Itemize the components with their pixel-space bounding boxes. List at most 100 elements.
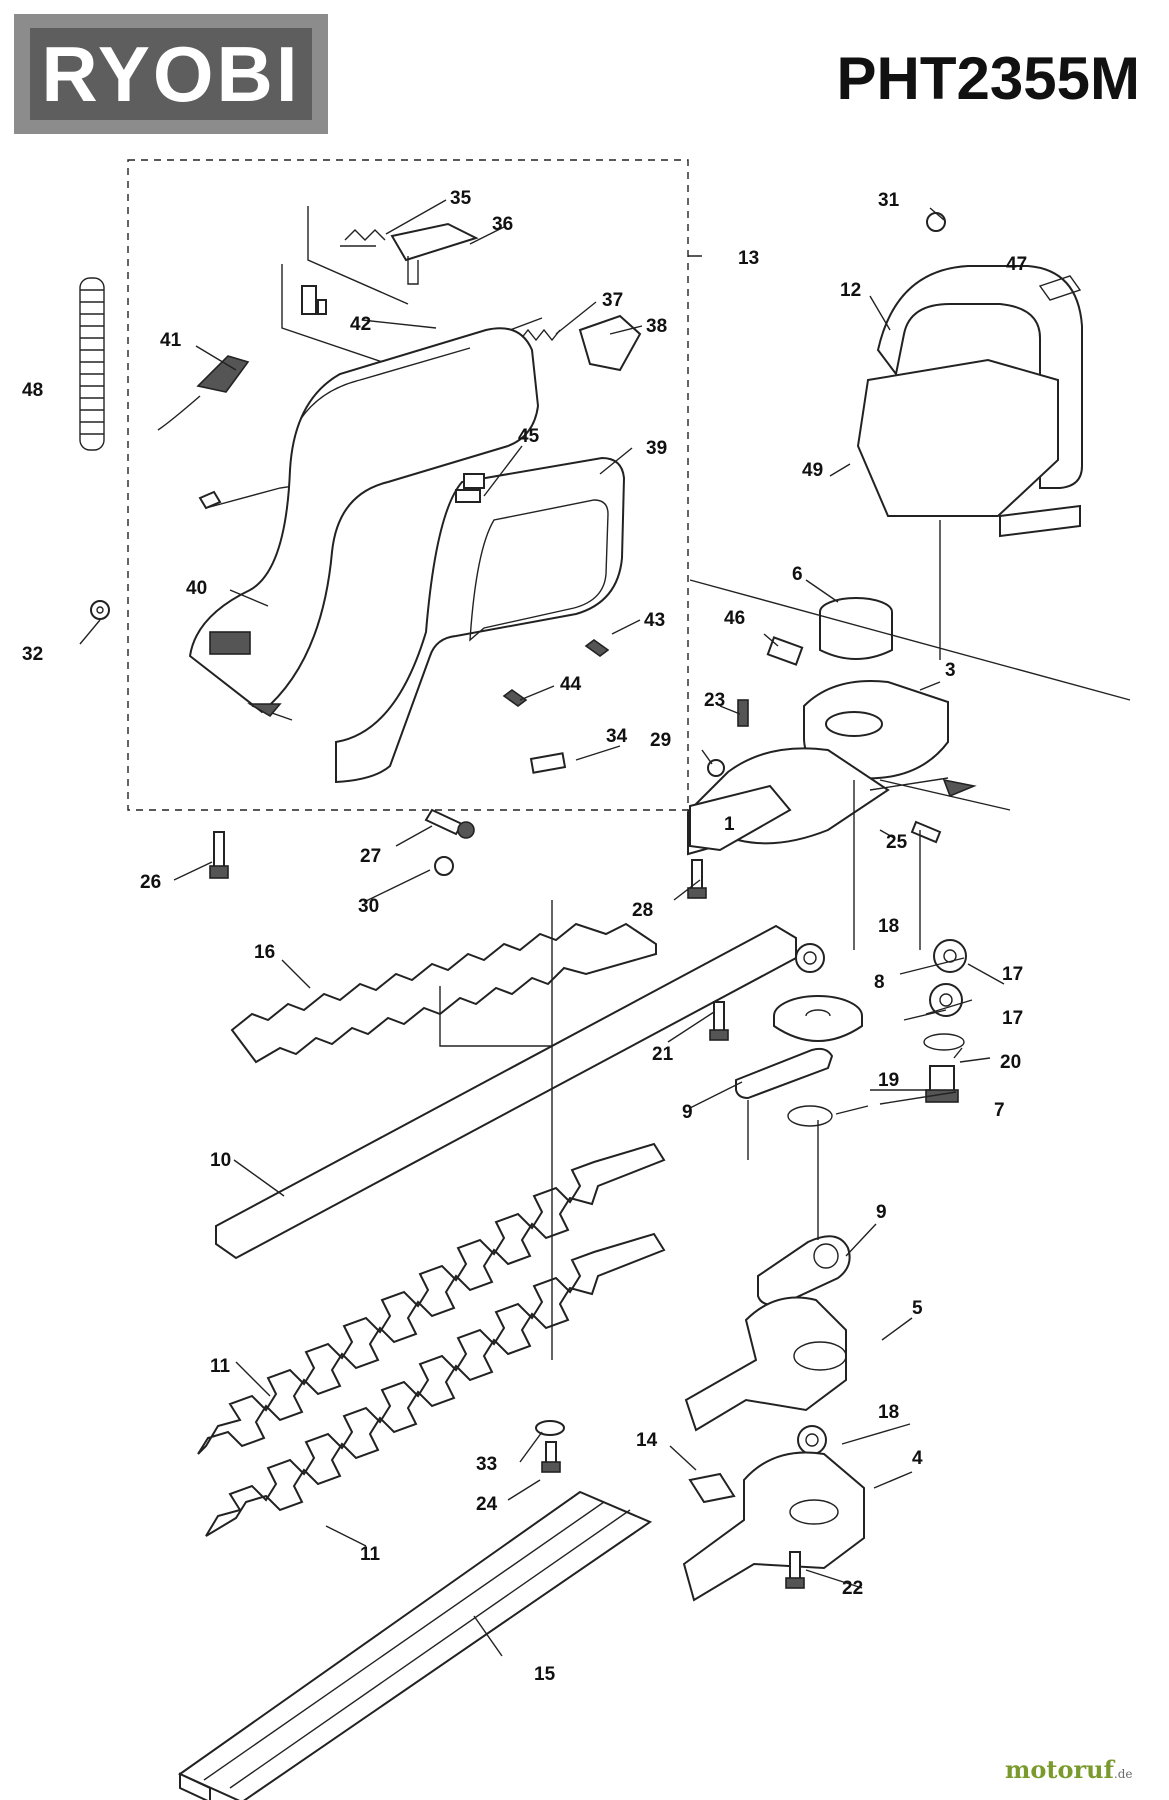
arrow-left-head bbox=[247, 703, 282, 718]
callout-17: 17 bbox=[1002, 964, 1023, 985]
callout-42: 42 bbox=[350, 314, 371, 335]
callout-leaders bbox=[79, 199, 1005, 1657]
part-39-handle-right bbox=[335, 456, 626, 784]
brand-logo: RYOBI bbox=[14, 14, 328, 134]
part-33-washer bbox=[535, 1420, 565, 1436]
part-16-upper-blade bbox=[230, 922, 657, 1064]
callout-6: 6 bbox=[792, 564, 803, 585]
part-41-switch-cord bbox=[157, 355, 321, 510]
part-17-bearing-b bbox=[929, 983, 963, 1017]
callout-7: 7 bbox=[994, 1100, 1005, 1121]
blade-leader-lines bbox=[439, 900, 819, 1360]
part-28-screw bbox=[687, 859, 707, 899]
part-3-gear-housing bbox=[803, 680, 949, 780]
callout-48: 48 bbox=[22, 380, 43, 401]
callout-3: 3 bbox=[945, 660, 956, 681]
watermark: motoruf.de bbox=[1005, 1755, 1165, 1791]
callout-49: 49 bbox=[802, 460, 823, 481]
callout-16: 16 bbox=[254, 942, 275, 963]
callout-17b: 17 bbox=[1002, 1008, 1023, 1029]
arrow-right-head bbox=[942, 778, 977, 798]
part-37-spring bbox=[519, 328, 561, 342]
callout-45: 45 bbox=[518, 426, 540, 447]
part-1-main-housing bbox=[687, 747, 890, 856]
callout-19: 19 bbox=[878, 1070, 899, 1091]
callout-25: 25 bbox=[886, 832, 908, 853]
part-36-lever bbox=[390, 222, 479, 285]
part-24-screw bbox=[541, 1441, 561, 1473]
callout-11b: 11 bbox=[360, 1544, 381, 1565]
part-42-contact bbox=[301, 285, 327, 315]
callout-39: 39 bbox=[646, 438, 667, 459]
part-32-nut bbox=[90, 600, 110, 620]
part-22-screw bbox=[785, 1551, 805, 1589]
callout-41: 41 bbox=[160, 330, 182, 351]
callout-33: 33 bbox=[476, 1454, 497, 1475]
part-30-nut bbox=[434, 856, 454, 876]
callout-32: 32 bbox=[22, 644, 43, 665]
callout-47: 47 bbox=[1006, 254, 1027, 275]
part-31-nut bbox=[926, 212, 946, 232]
callout-18b: 18 bbox=[878, 1402, 899, 1423]
callout-20: 20 bbox=[1000, 1052, 1021, 1073]
part-11-blade-lower bbox=[205, 1232, 666, 1537]
callout-21: 21 bbox=[652, 1044, 674, 1065]
callout-5: 5 bbox=[912, 1298, 923, 1319]
callout-9: 9 bbox=[682, 1102, 693, 1123]
part-4-gear-cover bbox=[682, 1451, 865, 1602]
part-9-crank-lower bbox=[757, 1235, 851, 1306]
callout-10: 10 bbox=[210, 1150, 231, 1171]
callout-13: 13 bbox=[738, 248, 759, 269]
part-25-bolt bbox=[910, 820, 942, 844]
part-23-screw bbox=[737, 699, 749, 727]
callout-14: 14 bbox=[636, 1430, 658, 1451]
part-26-screw bbox=[209, 831, 229, 879]
watermark-name: motoruf bbox=[1005, 1755, 1114, 1784]
part-40-handle-left bbox=[188, 327, 540, 714]
watermark-suffix: .de bbox=[1113, 1767, 1133, 1781]
part-45-plate bbox=[455, 489, 481, 503]
callout-36: 36 bbox=[492, 214, 513, 235]
part-9-crank-upper bbox=[735, 1047, 834, 1100]
callout-22: 22 bbox=[842, 1578, 863, 1599]
part-14-guard bbox=[688, 1472, 736, 1504]
part-5-gasket bbox=[684, 1296, 847, 1432]
brand-name: RYOBI bbox=[41, 30, 301, 118]
callout-4: 4 bbox=[912, 1448, 923, 1469]
callout-40: 40 bbox=[186, 578, 207, 599]
callout-18: 18 bbox=[878, 916, 899, 937]
callout-24: 24 bbox=[476, 1494, 498, 1515]
model-number-title: PHT2355M bbox=[836, 45, 1140, 112]
callout-46: 46 bbox=[724, 608, 745, 629]
callout-27: 27 bbox=[360, 846, 381, 867]
part-48-coil-spring bbox=[79, 277, 105, 451]
part-8-gear bbox=[773, 995, 863, 1042]
part-34-label bbox=[529, 752, 567, 774]
part-17-bearing-a bbox=[933, 939, 967, 973]
part-19-clip bbox=[787, 1105, 833, 1127]
callout-44: 44 bbox=[560, 674, 582, 695]
part-47-handwritten bbox=[1038, 275, 1082, 301]
assembly-13-dashed-box bbox=[127, 159, 689, 811]
assembly-leader-lines bbox=[689, 520, 1131, 950]
callout-1: 1 bbox=[724, 814, 735, 835]
part-20-snap-ring bbox=[923, 1033, 965, 1051]
part-15-blade-cover bbox=[177, 1490, 653, 1800]
callout-34: 34 bbox=[606, 726, 628, 747]
callout-30: 30 bbox=[358, 896, 379, 917]
callout-28: 28 bbox=[632, 900, 653, 921]
callout-29: 29 bbox=[650, 730, 671, 751]
callout-15: 15 bbox=[534, 1664, 556, 1685]
callout-37: 37 bbox=[602, 290, 623, 311]
brand-logo-plate: RYOBI bbox=[30, 28, 312, 120]
part-18-bearing-upper bbox=[795, 943, 825, 973]
callout-12: 12 bbox=[840, 280, 861, 301]
callout-8: 8 bbox=[874, 972, 885, 993]
callout-35: 35 bbox=[450, 188, 472, 209]
callout-38: 38 bbox=[646, 316, 667, 337]
part-6-bearing bbox=[819, 597, 893, 660]
callout-31: 31 bbox=[878, 190, 900, 211]
callout-23: 23 bbox=[704, 690, 725, 711]
part-38-trigger bbox=[578, 314, 642, 372]
